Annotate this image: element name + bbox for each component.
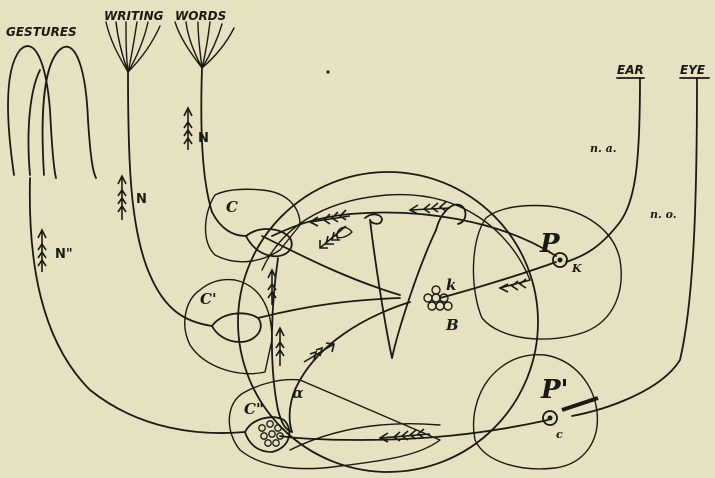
c-label: C — [226, 198, 238, 216]
c-cell — [246, 229, 292, 256]
path-b-to-cdouble — [290, 302, 410, 432]
lobe-c-prime — [185, 280, 272, 374]
words-label: WORDS — [175, 9, 226, 23]
arrow-vertical-2 — [276, 328, 284, 366]
sphere-inner-arc — [262, 195, 530, 280]
writing-label: WRITING — [104, 9, 164, 23]
arrow-words-nerve — [184, 108, 192, 150]
path-p-to-b — [440, 262, 556, 298]
stray-dot — [326, 70, 329, 73]
words-terminals — [175, 22, 234, 68]
nerve-paths — [30, 68, 697, 440]
alpha-label: α — [292, 384, 304, 402]
writing-terminals — [106, 22, 160, 72]
n-words-label: N — [198, 131, 209, 146]
lobe-p-prime — [474, 355, 598, 469]
gestures-label: GESTURES — [6, 25, 77, 39]
ear-label: EAR — [617, 63, 644, 77]
k-small-label: k — [446, 276, 456, 294]
c-double-label: C" — [244, 400, 264, 418]
direction-arrows — [38, 108, 530, 442]
gestures-terminals — [8, 46, 96, 178]
arrow-gestures-nerve — [38, 230, 46, 272]
lobe-c — [206, 189, 300, 262]
b-label: B — [445, 316, 459, 334]
p-prime-label: P' — [540, 375, 569, 405]
n-o-label: n. o. — [650, 208, 677, 221]
n-gestures-label: N" — [55, 247, 73, 262]
k-cap-label: K — [571, 262, 582, 275]
p-label: P — [539, 229, 561, 259]
arrow-vertical-1 — [268, 270, 276, 305]
nerve-ear — [566, 78, 640, 262]
sphere-lower-arc — [290, 424, 440, 450]
n-writing-label: N — [136, 192, 147, 207]
arrow-writing-nerve — [118, 176, 126, 220]
c-prime-cell — [212, 313, 261, 342]
eye-label: EYE — [680, 63, 706, 77]
lobe-p — [473, 206, 621, 340]
p-prime-cell — [543, 411, 557, 425]
n-a-label: n. a. — [590, 142, 617, 155]
arrow-top-arc-1 — [310, 210, 350, 226]
main-sphere — [238, 172, 538, 472]
c-small-label: c — [556, 428, 563, 441]
arrow-p-to-b — [500, 279, 530, 292]
c-prime-label: C' — [200, 290, 217, 308]
arrow-alpha — [304, 343, 334, 362]
nerve-eye — [572, 78, 697, 416]
